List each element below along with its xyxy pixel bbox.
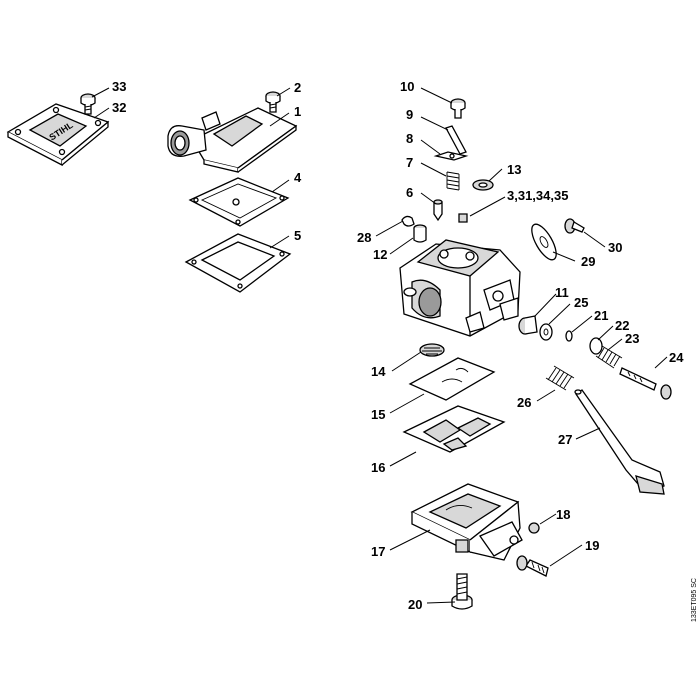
part-screw-20 [451,573,473,610]
callout-14: 14 [371,364,386,379]
part-spring-23 [595,345,623,369]
part-shaft-27 [574,389,665,495]
part-spring-26 [545,365,575,391]
part-spring-7 [446,171,460,191]
callout-7: 7 [406,155,413,170]
part-spring-22 [589,337,603,355]
callout-16: 16 [371,460,385,475]
part-screw-19 [516,555,549,577]
callout-20: 20 [408,597,422,612]
callout-26: 26 [517,395,531,410]
callout-22: 22 [615,318,629,333]
part-screw-33 [80,93,96,115]
part-cover [6,103,110,167]
part-shaft-9 [445,125,467,155]
part-gasket-15 [408,357,496,401]
callout-29: 29 [581,254,595,269]
callout-4: 4 [294,170,302,185]
callout-32: 32 [112,100,126,115]
part-gasket-5 [184,233,292,293]
callout-9: 9 [406,107,413,122]
callout-1: 1 [294,104,301,119]
callout-24: 24 [669,350,684,365]
part-ball-18 [528,522,540,534]
callout-27: 27 [558,432,572,447]
callout-8: 8 [406,131,413,146]
part-valve-11 [518,315,538,335]
callout-21: 21 [594,308,608,323]
callout-33: 33 [112,79,126,94]
callout-19: 19 [585,538,599,553]
part-washer-13 [472,179,494,191]
leader-lines [91,87,668,604]
callout-11: 11 [555,285,569,300]
callout-6: 6 [406,185,413,200]
callout-5: 5 [294,228,301,243]
part-screw-10 [450,98,466,119]
part-carburetor-body [399,239,521,337]
part-plug-12 [413,224,427,243]
part-diaphragm-16 [402,405,506,453]
part-screw-2 [265,91,281,113]
callout-30: 30 [608,240,622,255]
callout-28: 28 [357,230,371,245]
part-ring-21 [565,330,573,342]
callout-10: 10 [400,79,414,94]
part-pump-housing-17 [410,483,523,561]
part-clip-28 [401,215,415,227]
part-disc-29 [531,223,557,261]
part-pump-cover [167,107,298,173]
callout-17: 17 [371,544,385,559]
part-washer-25 [539,323,553,341]
drawing-code: 133ET095 SC [691,578,698,622]
part-lever-8 [433,151,469,161]
callout-12: 12 [373,247,387,262]
callout-18: 18 [556,507,570,522]
callout-25: 25 [574,295,588,310]
part-screw-30 [564,218,585,234]
callout-labels: 33 32 2 1 4 5 10 9 8 7 13 6 3,31,34,35 2… [112,79,684,612]
part-filter-14 [419,343,445,357]
part-needle-6 [433,199,443,222]
part-screw-3 [458,213,468,223]
callout-23: 23 [625,331,639,346]
part-screw-24 [619,367,672,400]
callout-15: 15 [371,407,385,422]
callout-3-31-34-35: 3,31,34,35 [507,188,568,203]
part-diaphragm-4 [188,177,290,227]
callout-13: 13 [507,162,521,177]
callout-2: 2 [294,80,301,95]
